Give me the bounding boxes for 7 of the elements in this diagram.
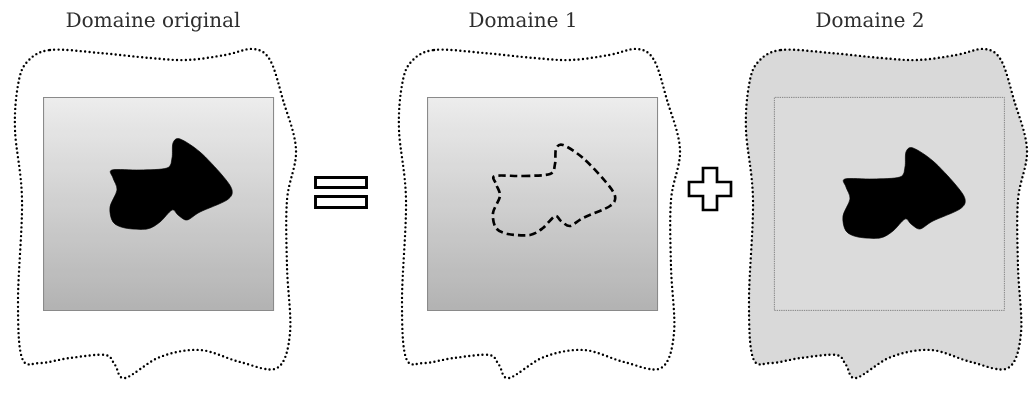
heading: Domaine original [66, 11, 240, 32]
blob-shape [842, 147, 966, 239]
heading: Domaine 2 [816, 12, 923, 28]
heading: Domaine 1 [469, 12, 575, 28]
shaded-rectangle [427, 97, 659, 312]
dashed-blob-outline [491, 143, 617, 237]
blob-shape [109, 138, 233, 230]
